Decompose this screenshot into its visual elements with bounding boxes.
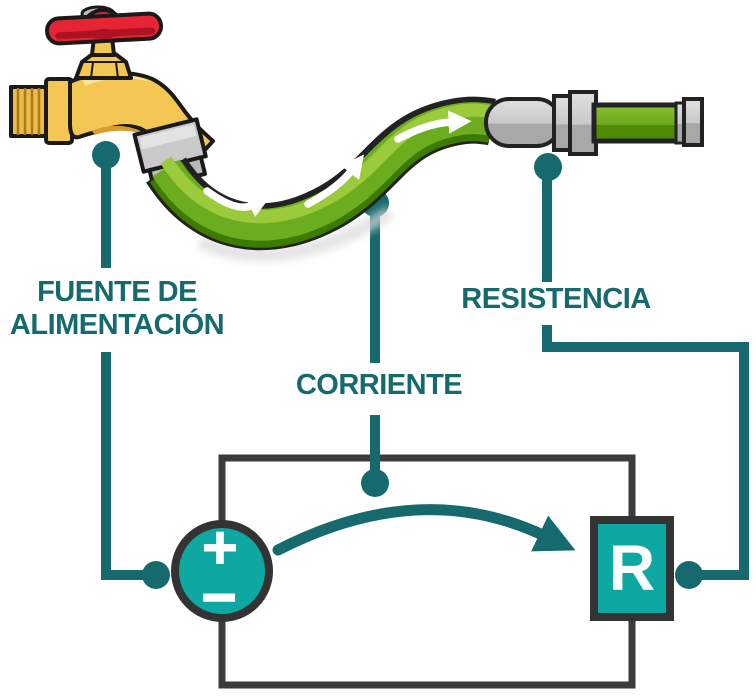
faucet-bonnet-facets	[82, 61, 126, 79]
flow-arrow-3	[394, 110, 472, 143]
coupling-highlight	[139, 124, 197, 150]
power-supply-dot-bottom	[142, 561, 170, 589]
nozzle-tube	[591, 102, 685, 144]
faucet-body-shade	[92, 125, 150, 137]
resistor-letter: R	[609, 532, 655, 604]
faucet-handle	[45, 8, 163, 46]
hose-nozzle	[484, 90, 704, 156]
power-supply-connector-lower	[101, 352, 148, 580]
resistance-dot-bottom	[675, 561, 703, 589]
flow-arrow-1	[203, 187, 271, 217]
resistor: R	[590, 516, 674, 621]
faucet-inlet-threads	[9, 85, 51, 138]
power-supply-label-line1: FUENTE DE	[37, 276, 197, 308]
voltage-source: + −	[171, 518, 273, 625]
power-supply-dot-top	[92, 141, 120, 169]
hose-shadow	[197, 206, 394, 262]
voltage-source-minus: −	[200, 569, 239, 623]
flow-arrow-2	[304, 154, 365, 208]
voltage-source-plus: +	[200, 519, 240, 575]
power-supply-label: FUENTE DE ALIMENTACIÓN	[9, 276, 225, 342]
resistance-label: RESISTENCIA	[461, 283, 651, 315]
resistor-box	[590, 516, 674, 621]
current-dot-bottom	[361, 469, 389, 497]
hose-flow-arrows	[203, 110, 472, 217]
power-supply-label-line2: ALIMENTACIÓN	[9, 309, 225, 341]
resistance-dot-top	[534, 153, 562, 181]
nozzle-tip-b	[682, 97, 704, 147]
circuit-loop-wire	[218, 454, 636, 689]
current-label: CORRIENTE	[295, 369, 463, 401]
current-direction-arrow	[272, 504, 576, 556]
nozzle-capsule	[484, 97, 562, 148]
handle-boss-shade	[90, 29, 117, 40]
garden-hose	[146, 96, 496, 251]
voltage-source-circle	[171, 520, 273, 622]
resistance-connector-lower	[542, 325, 749, 580]
